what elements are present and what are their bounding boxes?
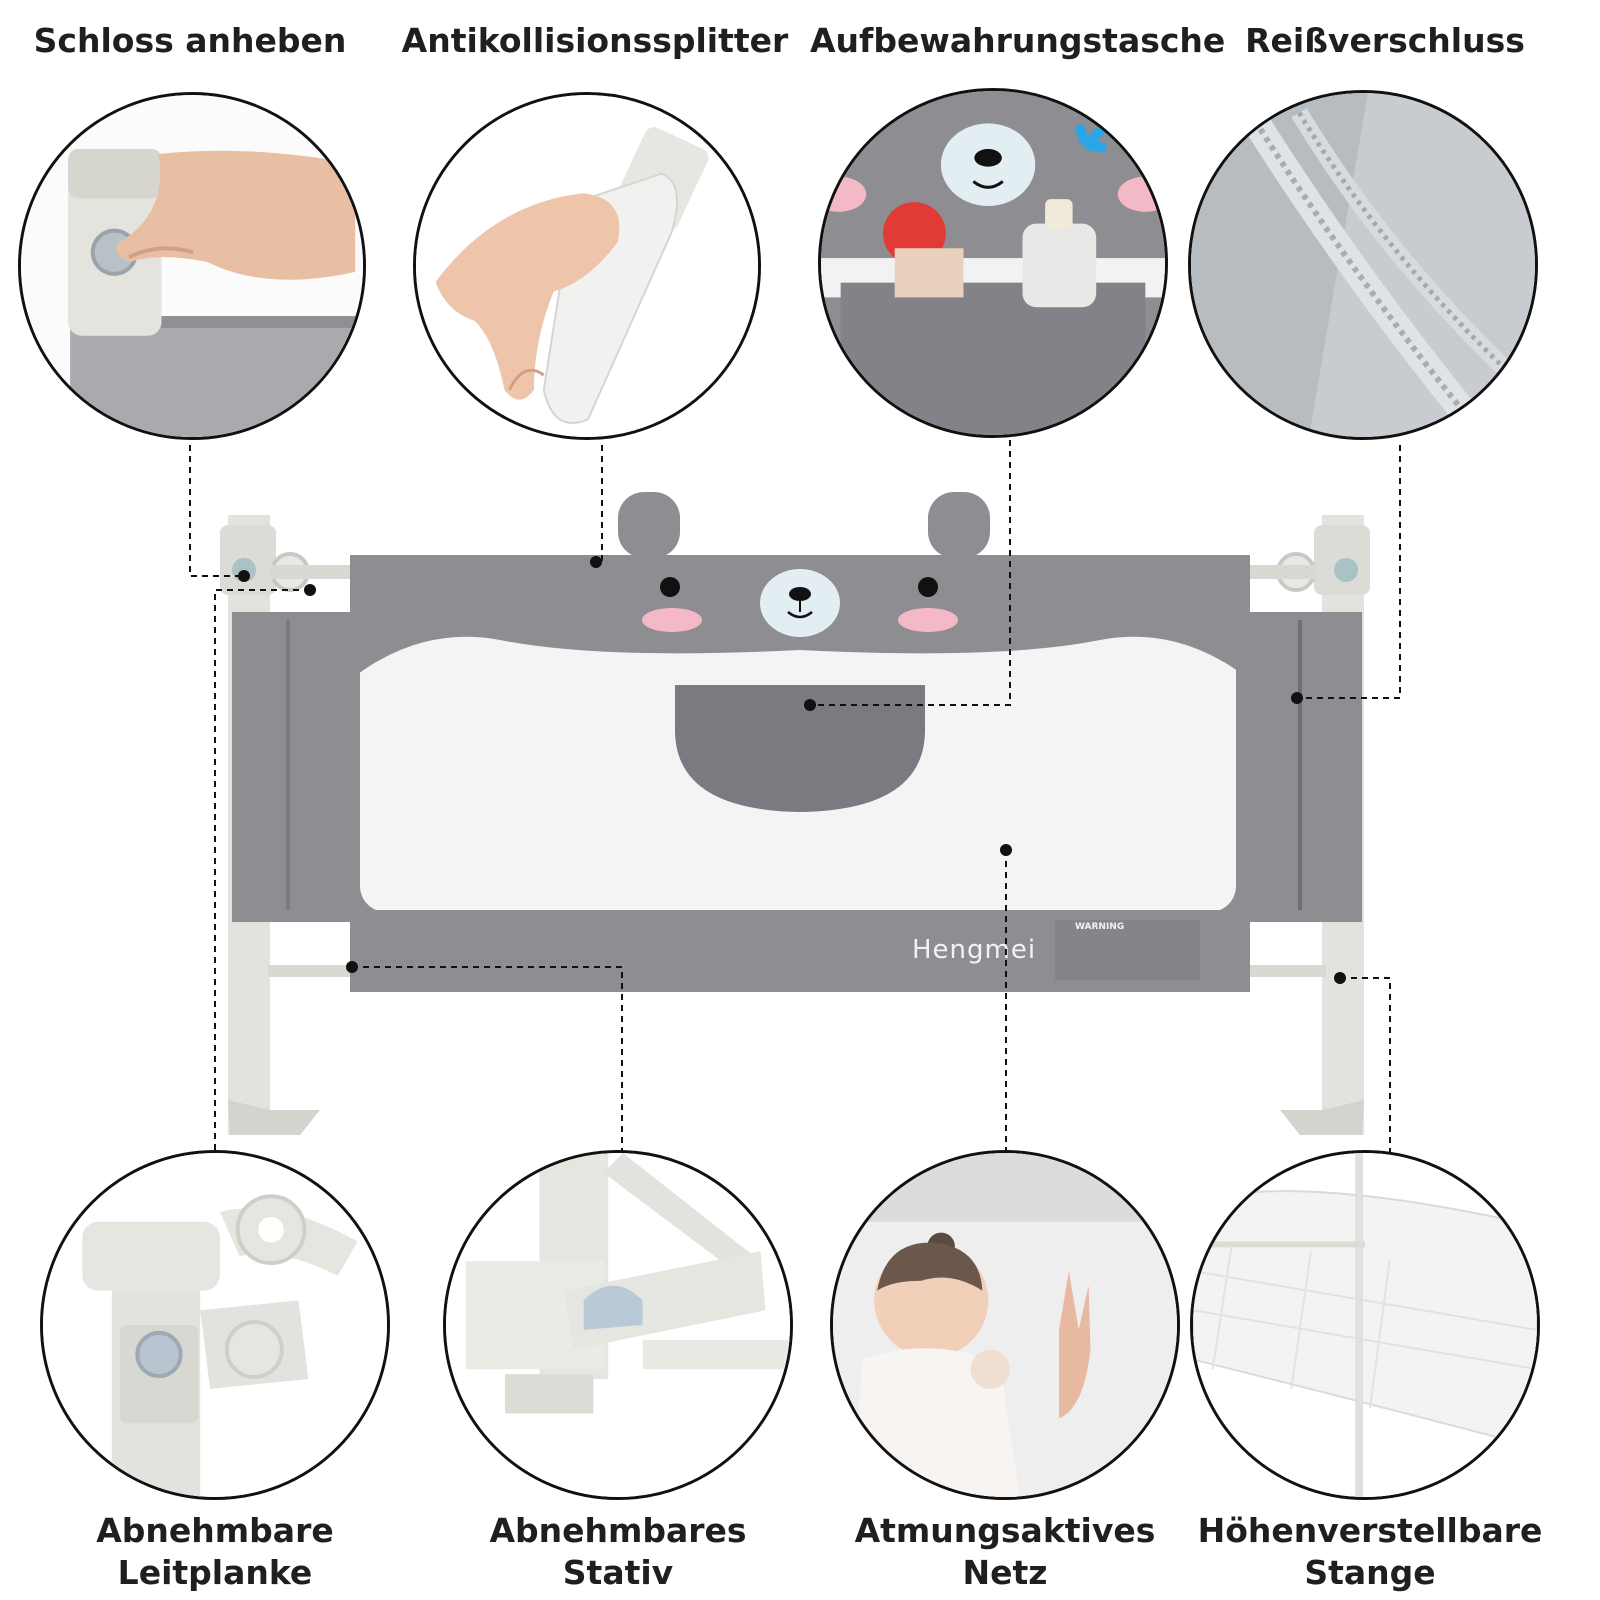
label-height-rod-line2: Stange	[1304, 1553, 1436, 1592]
detail-removable-stand	[443, 1150, 793, 1500]
detail-breathable-net	[830, 1150, 1180, 1500]
detail-lift-lock	[18, 92, 366, 440]
label-removable-stand-line2: Stativ	[562, 1553, 674, 1592]
storage-pocket	[675, 685, 925, 812]
detail-removable-rail	[40, 1150, 390, 1500]
label-anti-collision: Antikollisionssplitter	[401, 21, 789, 60]
detail-storage-bag	[818, 88, 1168, 438]
label-breathable-net-line1: Atmungsaktives	[854, 1511, 1156, 1550]
label-breathable-net-line2: Netz	[962, 1553, 1048, 1592]
padding-hand-illustration	[416, 95, 758, 437]
label-breathable-net: Atmungsaktives Netz	[835, 1510, 1175, 1594]
stand-illustration	[446, 1153, 790, 1497]
detail-anti-collision	[413, 92, 761, 440]
child-net-illustration	[833, 1153, 1177, 1497]
label-lift-lock: Schloss anheben	[33, 21, 347, 60]
label-removable-rail: Abnehmbare Leitplanke	[45, 1510, 385, 1594]
label-removable-stand: Abnehmbares Stativ	[448, 1510, 788, 1594]
storage-bag-illustration	[821, 91, 1165, 435]
mattress-rod-illustration	[1193, 1153, 1537, 1497]
label-height-rod-line1: Höhenverstellbare	[1197, 1511, 1543, 1550]
label-storage-bag: Aufbewahrungstasche	[810, 21, 1226, 60]
zipper-illustration	[1191, 93, 1535, 437]
warning-label: WARNING	[1075, 922, 1125, 932]
detail-zipper	[1188, 90, 1538, 440]
detail-height-rod	[1190, 1150, 1540, 1500]
label-height-rod: Höhenverstellbare Stange	[1195, 1510, 1545, 1594]
label-removable-rail-line2: Leitplanke	[117, 1553, 313, 1592]
lock-hand-illustration	[21, 95, 363, 437]
label-removable-stand-line1: Abnehmbares	[489, 1511, 747, 1550]
label-removable-rail-line1: Abnehmbare	[96, 1511, 334, 1550]
hinge-illustration	[43, 1153, 387, 1497]
brand-logo: Hengmei	[912, 935, 1037, 965]
label-zipper: Reißverschluss	[1245, 21, 1525, 60]
